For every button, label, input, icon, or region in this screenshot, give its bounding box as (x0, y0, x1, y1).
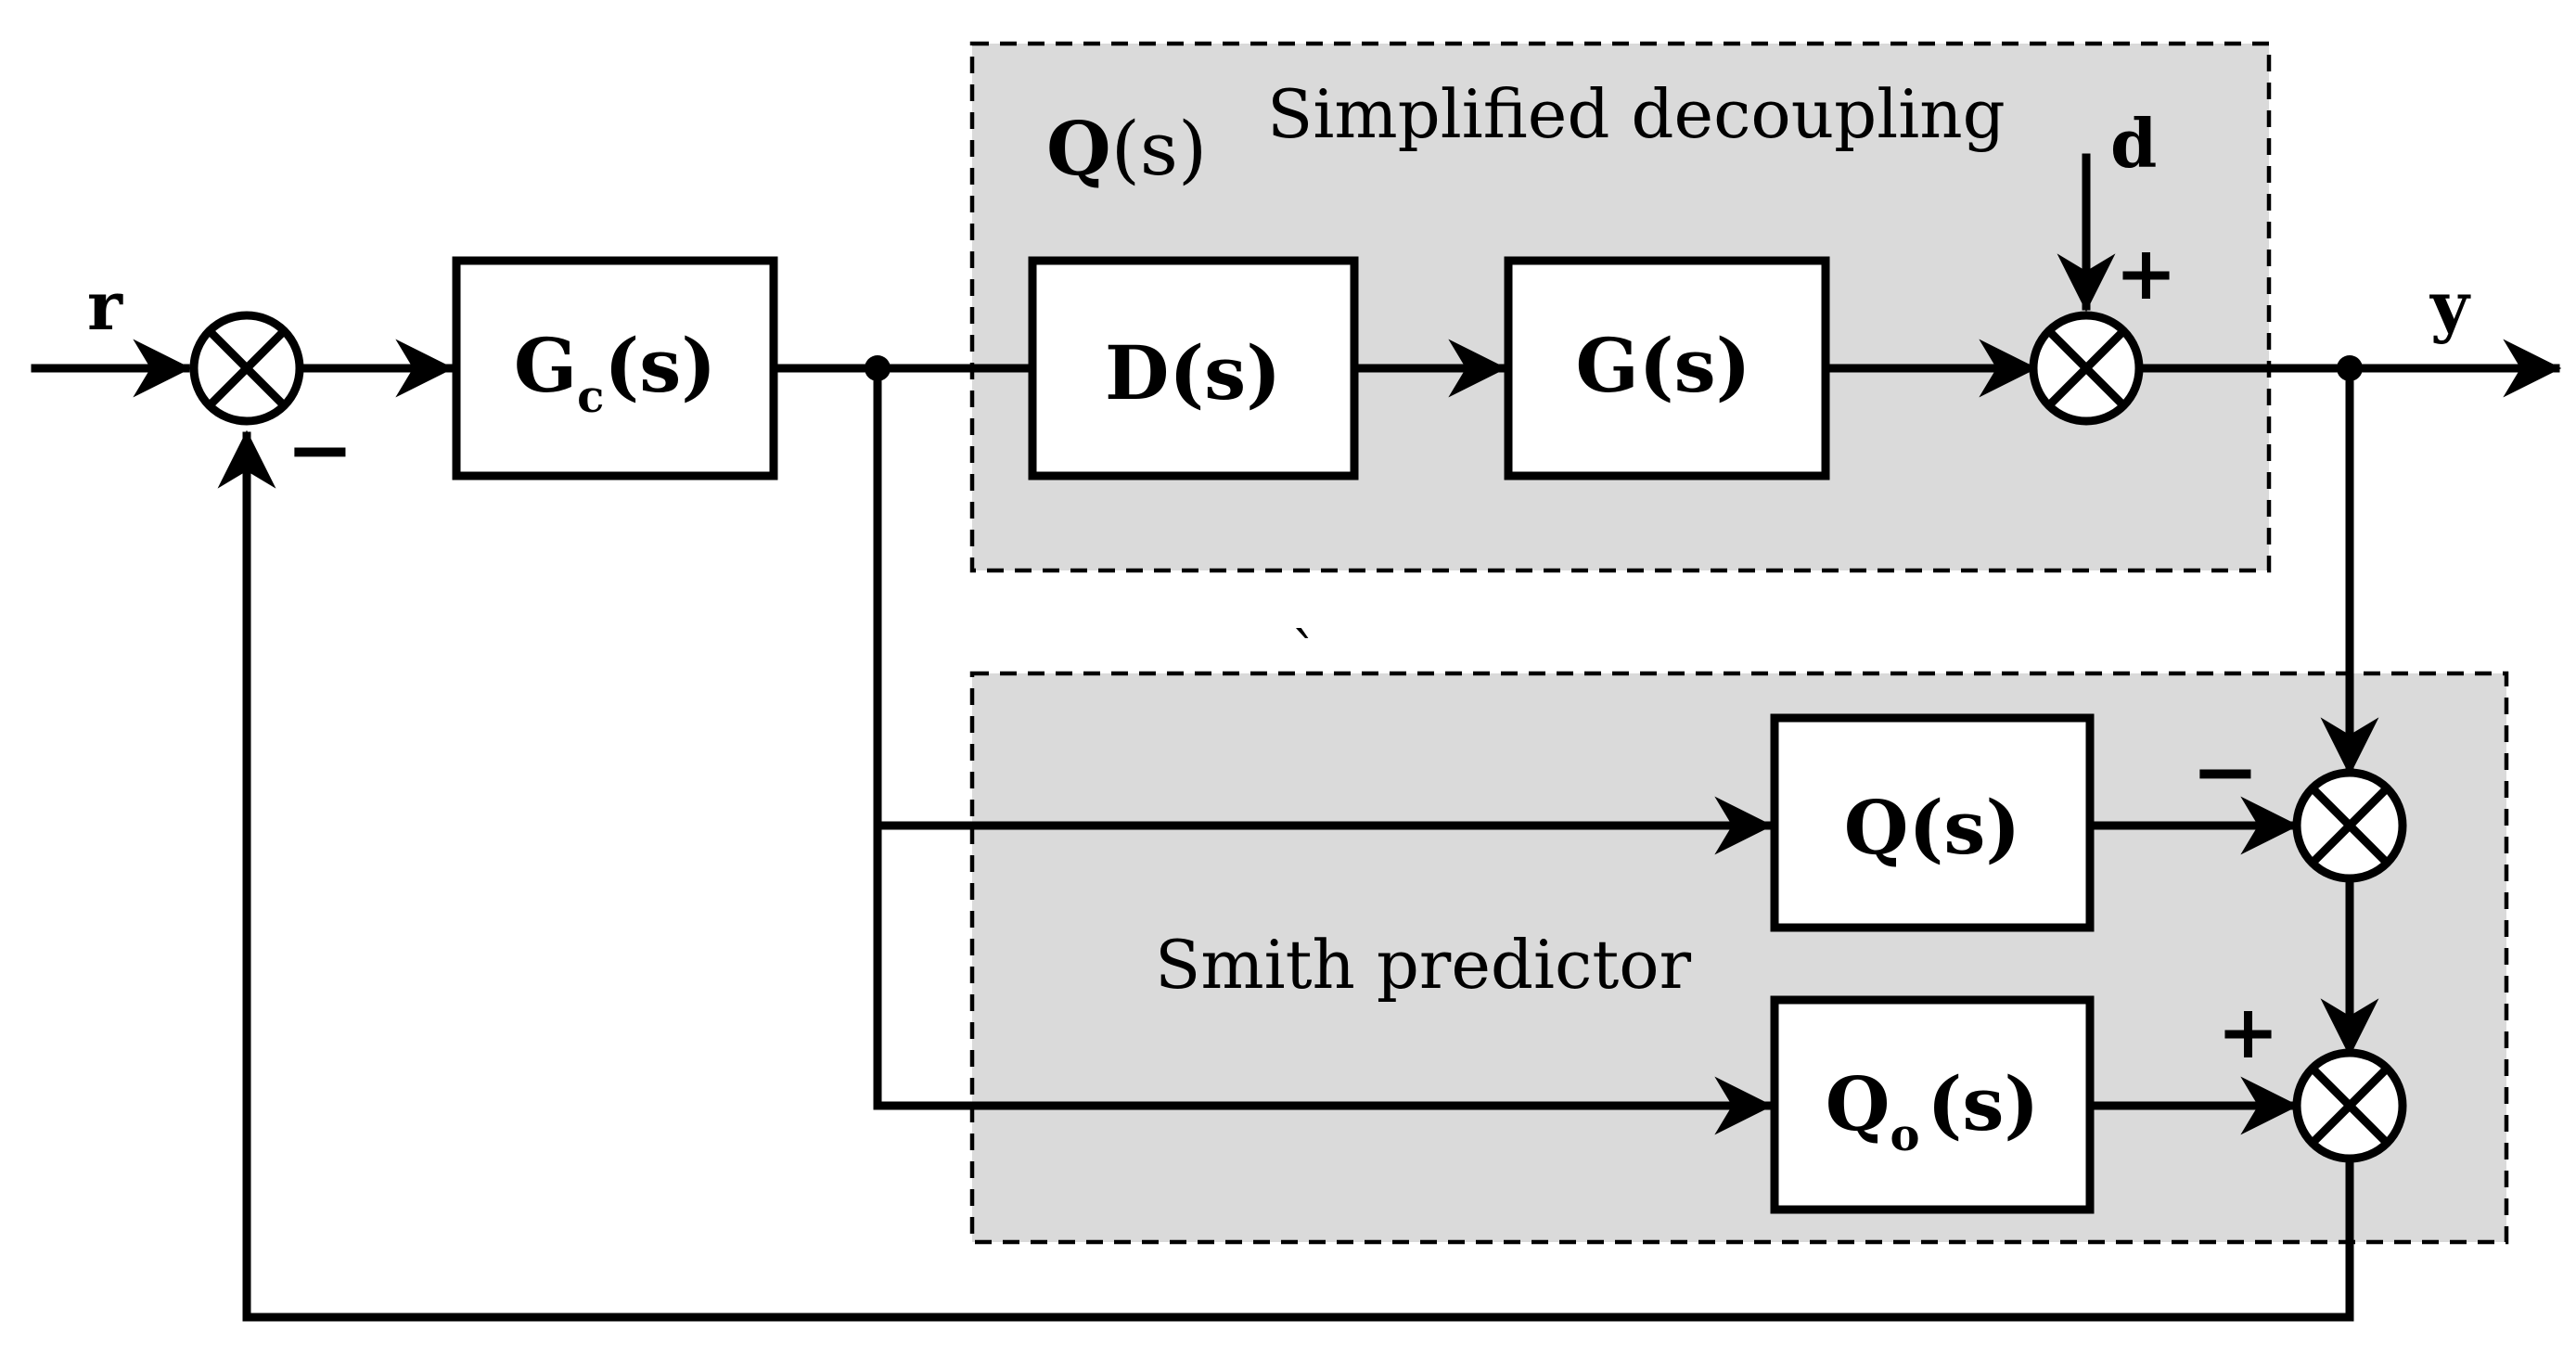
qo-argument: (s) (1927, 1060, 2039, 1147)
q-argument: (s) (1908, 784, 2020, 871)
d-block-label: D(s) (1105, 329, 1281, 416)
q-block-label: Q(s) (1844, 784, 2020, 871)
smith-predictor-region-title: Smith predictor (1155, 926, 1692, 1004)
gc-subscript: c (577, 371, 604, 423)
sum1-minus-sign: − (286, 401, 354, 497)
sum-junction-4 (2292, 1048, 2407, 1163)
g-block: G(s) (1504, 256, 1830, 480)
g-argument: (s) (1639, 322, 1751, 409)
d-argument: (s) (1169, 329, 1281, 416)
d-block-box (1028, 256, 1359, 480)
junction-dot-y (2337, 355, 2363, 381)
sum-junction-3 (2292, 768, 2407, 883)
gc-main: G (514, 322, 577, 409)
gc-block-box (452, 256, 778, 480)
disturbance-d-label: d (2110, 104, 2157, 183)
d-block: D(s) (1028, 256, 1359, 480)
gc-argument: (s) (604, 322, 716, 409)
qo-block-box (1770, 995, 2095, 1214)
decoupling-q-argument: (s) (1111, 106, 1207, 192)
d-main: D (1105, 329, 1169, 416)
g-main: G (1575, 322, 1638, 409)
q-block-box (1770, 713, 2095, 932)
g-block-label: G(s) (1575, 322, 1750, 409)
sum-junction-3-cross-b (2309, 785, 2390, 866)
sum-junction-1-cross-b (206, 327, 288, 409)
gc-block: Gc(s) (452, 256, 778, 480)
g-block-box (1504, 256, 1830, 480)
sum-junction-2-cross-b (2045, 327, 2127, 409)
feedback-line (217, 429, 2354, 1322)
q-block: Q(s) (1770, 713, 2095, 932)
q-main: Q (1844, 784, 1909, 871)
junction-dot-gc (865, 355, 891, 381)
sum-junction-1 (189, 311, 304, 426)
output-y-label: y (2429, 266, 2471, 345)
qo-block: Qo(s) (1770, 995, 2095, 1214)
sum-junction-4-cross-b (2309, 1065, 2390, 1146)
qo-subscript: o (1890, 1109, 1919, 1161)
sum-junction-2 (2029, 311, 2144, 426)
input-r-label: r (87, 266, 123, 345)
qo-main: Q (1826, 1060, 1890, 1147)
gc-block-label: Gc(s) (514, 322, 716, 423)
sum3-minus-sign: − (2191, 723, 2260, 819)
smith-predictor-region (969, 671, 2509, 1245)
decoupling-q-letter: Q (1046, 105, 1111, 192)
sum4-plus-sign: + (2217, 988, 2279, 1075)
decoupling-region-label: Q(s) (1046, 105, 1207, 192)
sum2-plus-sign: + (2115, 229, 2177, 316)
stray-mark: ` (1291, 621, 1319, 686)
qo-block-label: Qo(s) (1826, 1060, 2039, 1161)
decoupling-region-title: Simplified decoupling (1267, 75, 2006, 153)
